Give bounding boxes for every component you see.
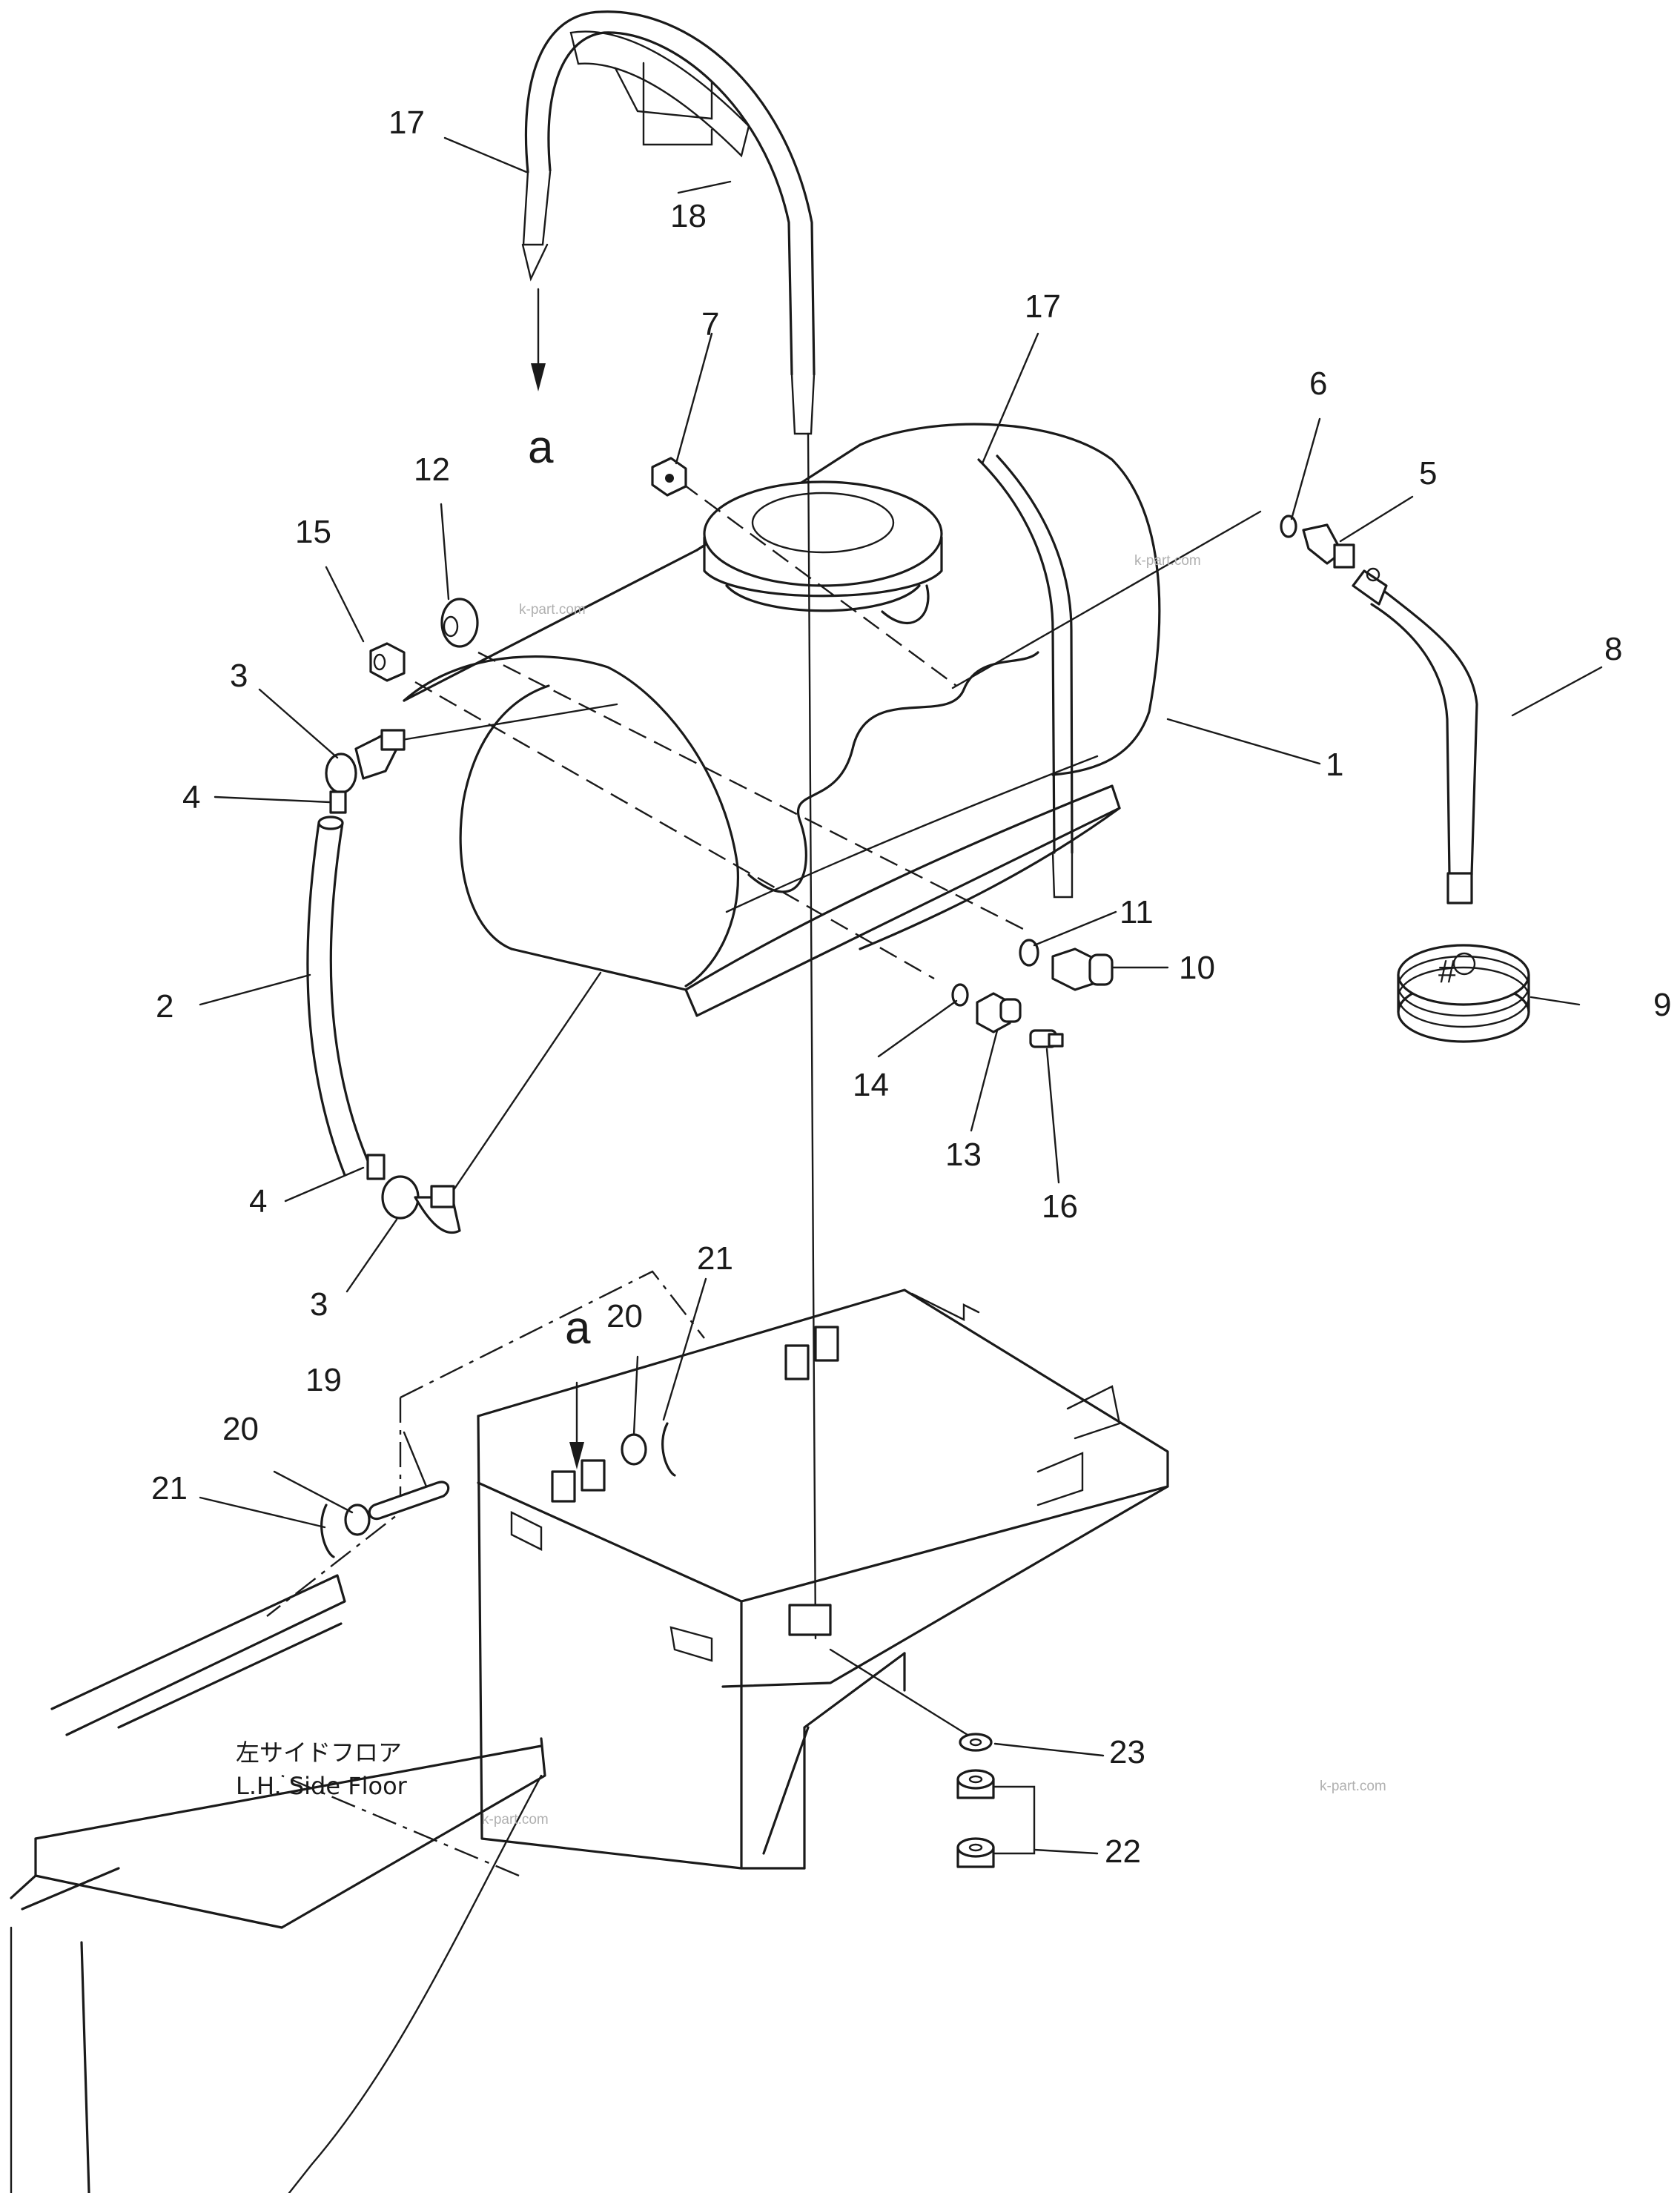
tank-body: [403, 423, 1161, 1017]
clamp-band-18: [569, 30, 750, 158]
washer-20-right: [621, 1433, 647, 1466]
filler-neck: [703, 480, 943, 624]
elbow-3-bottom: [381, 1175, 461, 1234]
floor-label-en: L.H. Side Floor: [236, 1772, 408, 1800]
hose-8: [1352, 567, 1478, 904]
guide-line-nut-7: [681, 483, 957, 687]
svg-text:#: #: [1438, 953, 1457, 990]
callout-10: 10: [1179, 950, 1215, 986]
callout-5: 5: [1419, 455, 1437, 492]
phantom-outline-upper: [400, 1270, 705, 1399]
hose-17-side: [977, 454, 1074, 899]
pin-19: [368, 1481, 450, 1521]
callout-4-bottom: 4: [249, 1183, 267, 1220]
callout-17-side: 17: [1025, 288, 1061, 325]
o-ring-11: [1019, 939, 1039, 967]
view-arrow-top: [531, 288, 546, 391]
watermark: k-part.com: [1134, 553, 1201, 569]
callout-3-top: 3: [230, 658, 248, 694]
nut-15: [369, 642, 406, 682]
floor-label-jp: 左サイドフロア: [236, 1739, 402, 1767]
nut-22-upper: [956, 1769, 995, 1799]
hose-2: [306, 816, 372, 1177]
plug-10: [1051, 947, 1114, 991]
callout-8: 8: [1604, 631, 1622, 667]
view-arrow-bottom: [569, 1381, 584, 1469]
callout-15: 15: [295, 514, 331, 550]
callout-17-upper: 17: [388, 105, 425, 141]
nut-7: [651, 457, 687, 497]
callout-16: 16: [1042, 1188, 1078, 1225]
callout-21-right: 21: [697, 1240, 733, 1277]
fitting-16: [1029, 1029, 1064, 1048]
o-ring-6: [1280, 515, 1297, 538]
fitting-5: [1302, 523, 1355, 569]
guide-line-elbow-3-bottom: [440, 971, 602, 1210]
side-floor: [10, 1574, 546, 2193]
watermark: k-part.com: [1320, 1779, 1386, 1794]
callout-21-left: 21: [151, 1470, 188, 1506]
leader-lines: [199, 62, 1603, 1855]
callout-1: 1: [1326, 747, 1343, 783]
guide-line-nut-12: [477, 651, 1024, 930]
callout-6: 6: [1309, 366, 1327, 402]
nipple-4-top: [329, 790, 347, 814]
phantom-outline-left: [266, 1398, 402, 1617]
hose-17-arc: [521, 10, 816, 435]
mounting-bracket: [477, 1289, 1169, 1870]
callout-13: 13: [945, 1137, 982, 1173]
callout-23: 23: [1109, 1734, 1145, 1770]
cotter-pin-21-left: [320, 1504, 335, 1558]
washer-23: [959, 1733, 993, 1752]
callout-2: 2: [156, 988, 173, 1025]
callout-7: 7: [701, 306, 719, 343]
callout-9: 9: [1653, 987, 1671, 1023]
view-marker-a-bottom: a: [565, 1303, 591, 1354]
nut-12: [440, 598, 479, 648]
callout-20-left: 20: [222, 1411, 259, 1447]
phantom-outline-floor: [281, 1774, 520, 1877]
cotter-pin-21-right: [661, 1422, 676, 1477]
nipple-4-bottom: [366, 1154, 386, 1180]
callout-19: 19: [305, 1362, 342, 1398]
guide-line-elbow-3-top: [391, 703, 618, 743]
callout-3-bottom: 3: [310, 1286, 328, 1323]
callout-4-top: 4: [182, 779, 200, 816]
view-marker-a-top: a: [528, 422, 554, 473]
callout-numbers: 17 18 17 7 6 5 12 15 8 3 1 4 11 10 2 9 1…: [151, 105, 1671, 1870]
callout-18: 18: [670, 198, 707, 234]
guide-line-nut-15: [414, 681, 935, 980]
vertical-guide-line: [807, 432, 817, 1640]
elbow-3-top: [325, 729, 406, 794]
nut-22-lower: [956, 1837, 995, 1868]
callout-22: 22: [1105, 1833, 1141, 1870]
callout-20-right: 20: [606, 1298, 643, 1334]
washer-20-left: [344, 1504, 371, 1536]
fitting-13: [976, 992, 1022, 1033]
callout-12: 12: [414, 452, 450, 488]
cap-9: #: [1397, 944, 1530, 1043]
callout-14: 14: [853, 1067, 889, 1103]
watermark: k-part.com: [519, 602, 586, 618]
watermark: k-part.com: [482, 1812, 549, 1828]
callout-11: 11: [1120, 894, 1154, 930]
guide-line-fitting-6: [951, 510, 1262, 689]
